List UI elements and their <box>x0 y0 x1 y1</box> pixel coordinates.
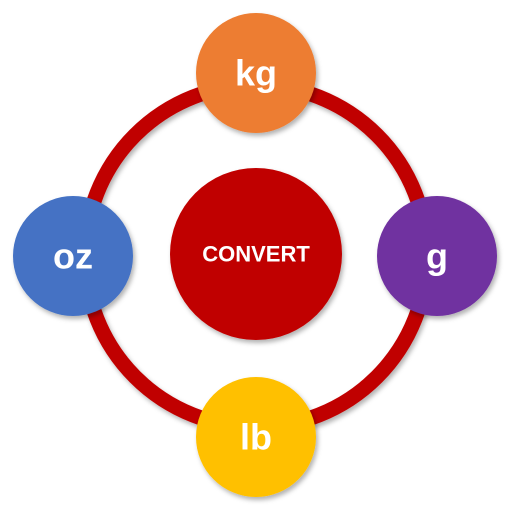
convert-node[interactable]: CONVERT <box>170 168 342 340</box>
unit-circle-g <box>377 196 497 316</box>
unit-circle-lb <box>196 377 316 497</box>
unit-node-oz[interactable]: oz <box>13 196 133 316</box>
convert-label: CONVERT <box>202 242 310 267</box>
unit-label-oz: oz <box>53 236 93 277</box>
unit-node-kg[interactable]: kg <box>196 13 316 133</box>
unit-label-g: g <box>426 236 448 277</box>
unit-node-g[interactable]: g <box>377 196 497 316</box>
unit-circle-kg <box>196 13 316 133</box>
convert-circle <box>170 168 342 340</box>
unit-label-kg: kg <box>235 53 277 94</box>
unit-label-lb: lb <box>240 417 272 458</box>
unit-circle-oz <box>13 196 133 316</box>
unit-node-lb[interactable]: lb <box>196 377 316 497</box>
